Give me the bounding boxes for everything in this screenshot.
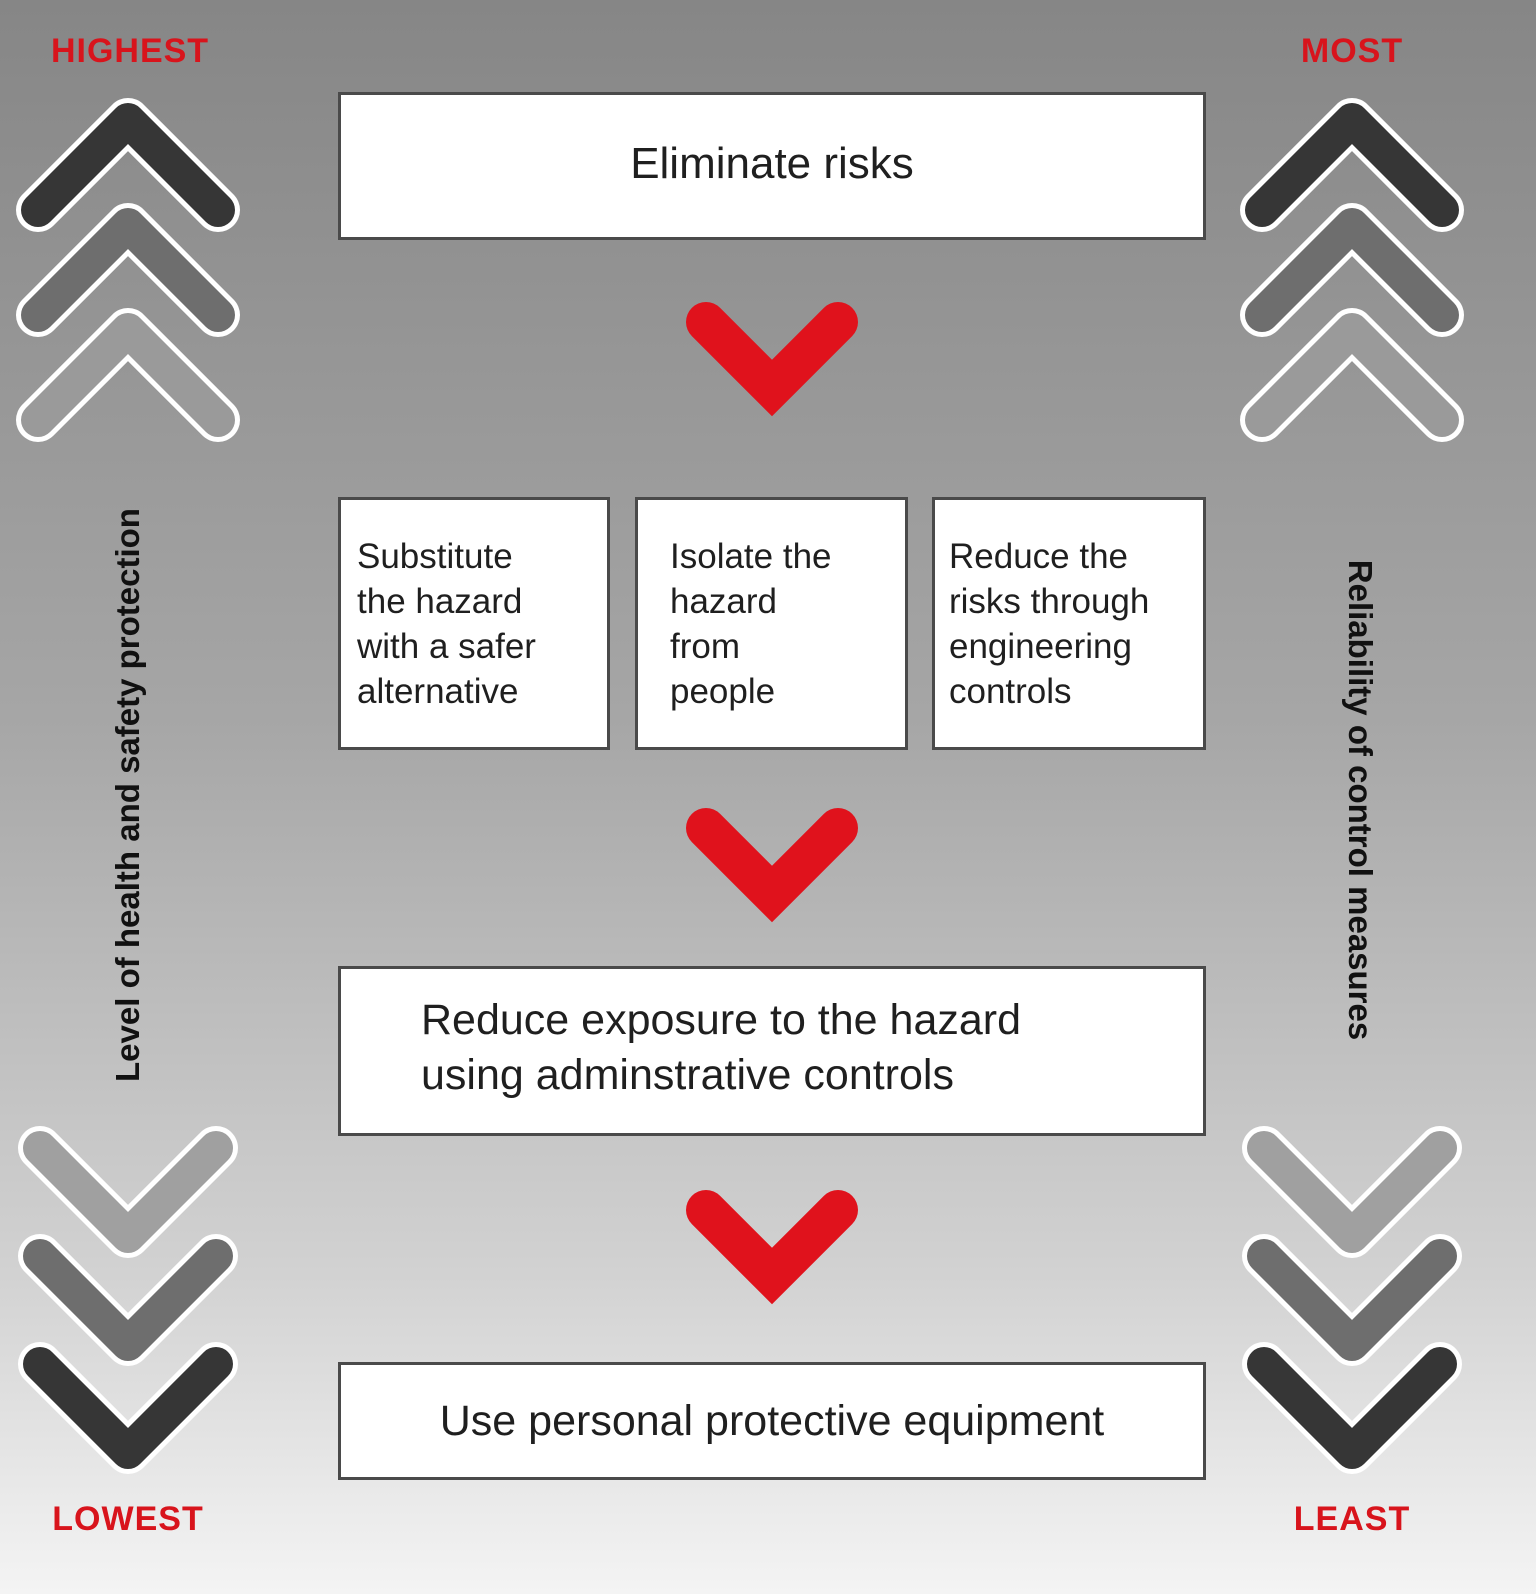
chevron-down-icon: [18, 1342, 238, 1474]
left-up-chevrons: [16, 98, 240, 442]
chevron-down-icon: [1242, 1342, 1462, 1474]
chevron-up-icon: [16, 203, 240, 337]
right-scale-title: Reliability of control measures: [1342, 559, 1379, 1041]
engineering-text: Reduce the risks through engineering con…: [949, 537, 1150, 711]
chevron-down-icon: [1242, 1126, 1462, 1258]
red-chevron-down-icon: [686, 808, 858, 923]
red-chevron-down-icon: [686, 302, 858, 417]
chevron-up-icon: [16, 98, 240, 232]
substitute-box: Substitute the hazard with a safer alter…: [338, 497, 610, 750]
left-top-label: HIGHEST: [50, 32, 210, 70]
flow-arrows: [686, 302, 858, 1305]
chevron-up-icon: [1240, 308, 1464, 442]
eliminate-text: Eliminate risks: [630, 139, 914, 188]
engineering-box: Reduce the risks through engineering con…: [932, 497, 1206, 750]
ppe-box: Use personal protective equipment: [338, 1362, 1206, 1480]
isolate-box: Isolate the hazard from people: [635, 497, 908, 750]
right-bottom-label: LEAST: [1293, 1500, 1411, 1538]
chevron-down-icon: [18, 1126, 238, 1258]
administrative-box: Reduce exposure to the hazard using admi…: [338, 966, 1206, 1136]
right-down-chevrons: [1242, 1126, 1462, 1474]
chevron-down-icon: [18, 1234, 238, 1366]
chevron-down-icon: [1242, 1234, 1462, 1366]
red-chevron-down-icon: [686, 1190, 858, 1305]
chevron-up-icon: [1240, 203, 1464, 337]
ppe-text: Use personal protective equipment: [439, 1397, 1105, 1445]
administrative-text: Reduce exposure to the hazard using admi…: [421, 996, 1022, 1099]
right-top-label: MOST: [1300, 32, 1404, 70]
chevron-up-icon: [16, 308, 240, 442]
left-bottom-label: LOWEST: [52, 1500, 204, 1538]
left-down-chevrons: [18, 1126, 238, 1474]
substitute-text: Substitute the hazard with a safer alter…: [357, 537, 536, 711]
eliminate-box: Eliminate risks: [338, 92, 1206, 240]
right-up-chevrons: [1240, 98, 1464, 442]
left-scale-title: Level of health and safety protection: [109, 508, 146, 1082]
chevron-up-icon: [1240, 98, 1464, 232]
isolate-text: Isolate the hazard from people: [670, 537, 832, 711]
